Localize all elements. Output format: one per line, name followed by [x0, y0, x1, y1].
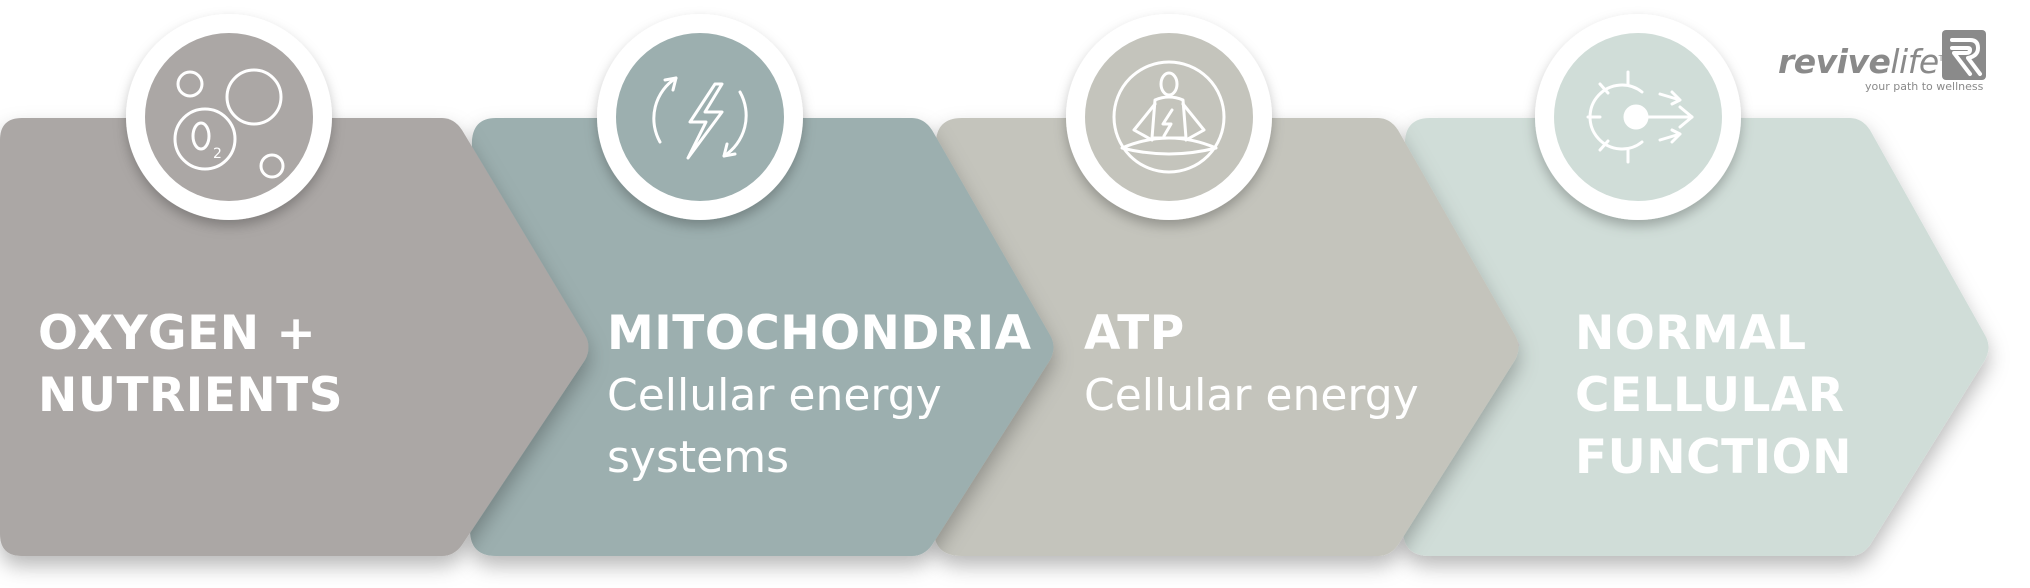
- step-3-subtitle: Cellular energy: [1084, 370, 1419, 421]
- step-1-title-line-1: OXYGEN +: [38, 306, 317, 361]
- step-1-shape: [0, 118, 589, 556]
- step-4-title-line-2: CELLULAR: [1575, 368, 1845, 423]
- revivelife-logo: revivelifeTM your path to wellness: [1770, 28, 2000, 98]
- step-3-icon-badge: [1066, 14, 1272, 220]
- step-4-label: NORMAL CELLULAR FUNCTION: [1575, 303, 1995, 489]
- cell-function-gear-icon: [1586, 70, 1694, 164]
- logo-wordmark: revivelifeTM: [1778, 42, 1950, 81]
- step-2-shape: [470, 118, 1054, 556]
- step-4-title-line-3: FUNCTION: [1575, 430, 1852, 485]
- svg-text:2: 2: [213, 146, 222, 162]
- step-2-icon-badge: [597, 14, 803, 220]
- step-2-subtitle-line-1: Cellular energy: [607, 370, 942, 421]
- oxygen-bubbles-icon: 2: [173, 68, 285, 179]
- logo-brand-light: life: [1890, 42, 1939, 81]
- step-3-shape: [934, 118, 1519, 556]
- step-3-label: ATP Cellular energy: [1084, 303, 1504, 427]
- step-1-title-line-2: NUTRIENTS: [38, 368, 344, 423]
- step-4-title-line-1: NORMAL: [1575, 306, 1807, 361]
- step-1-icon-badge: 2: [126, 14, 332, 220]
- step-2-title: MITOCHONDRIA: [607, 306, 1032, 361]
- logo-brand-bold: revive: [1778, 42, 1891, 81]
- step-4-shape: [1403, 118, 1989, 556]
- step-3-title: ATP: [1084, 306, 1185, 361]
- meditation-icon: [1112, 60, 1226, 174]
- step-4-icon-badge: [1535, 14, 1741, 220]
- energy-cycle-icon: [652, 76, 748, 160]
- step-2-subtitle-line-2: systems: [607, 432, 789, 483]
- logo-mark-icon: [1942, 30, 1986, 80]
- logo-tagline: your path to wellness: [1865, 80, 1984, 93]
- step-1-label: OXYGEN + NUTRIENTS: [38, 303, 458, 427]
- step-2-label: MITOCHONDRIA Cellular energy systems: [607, 303, 1032, 489]
